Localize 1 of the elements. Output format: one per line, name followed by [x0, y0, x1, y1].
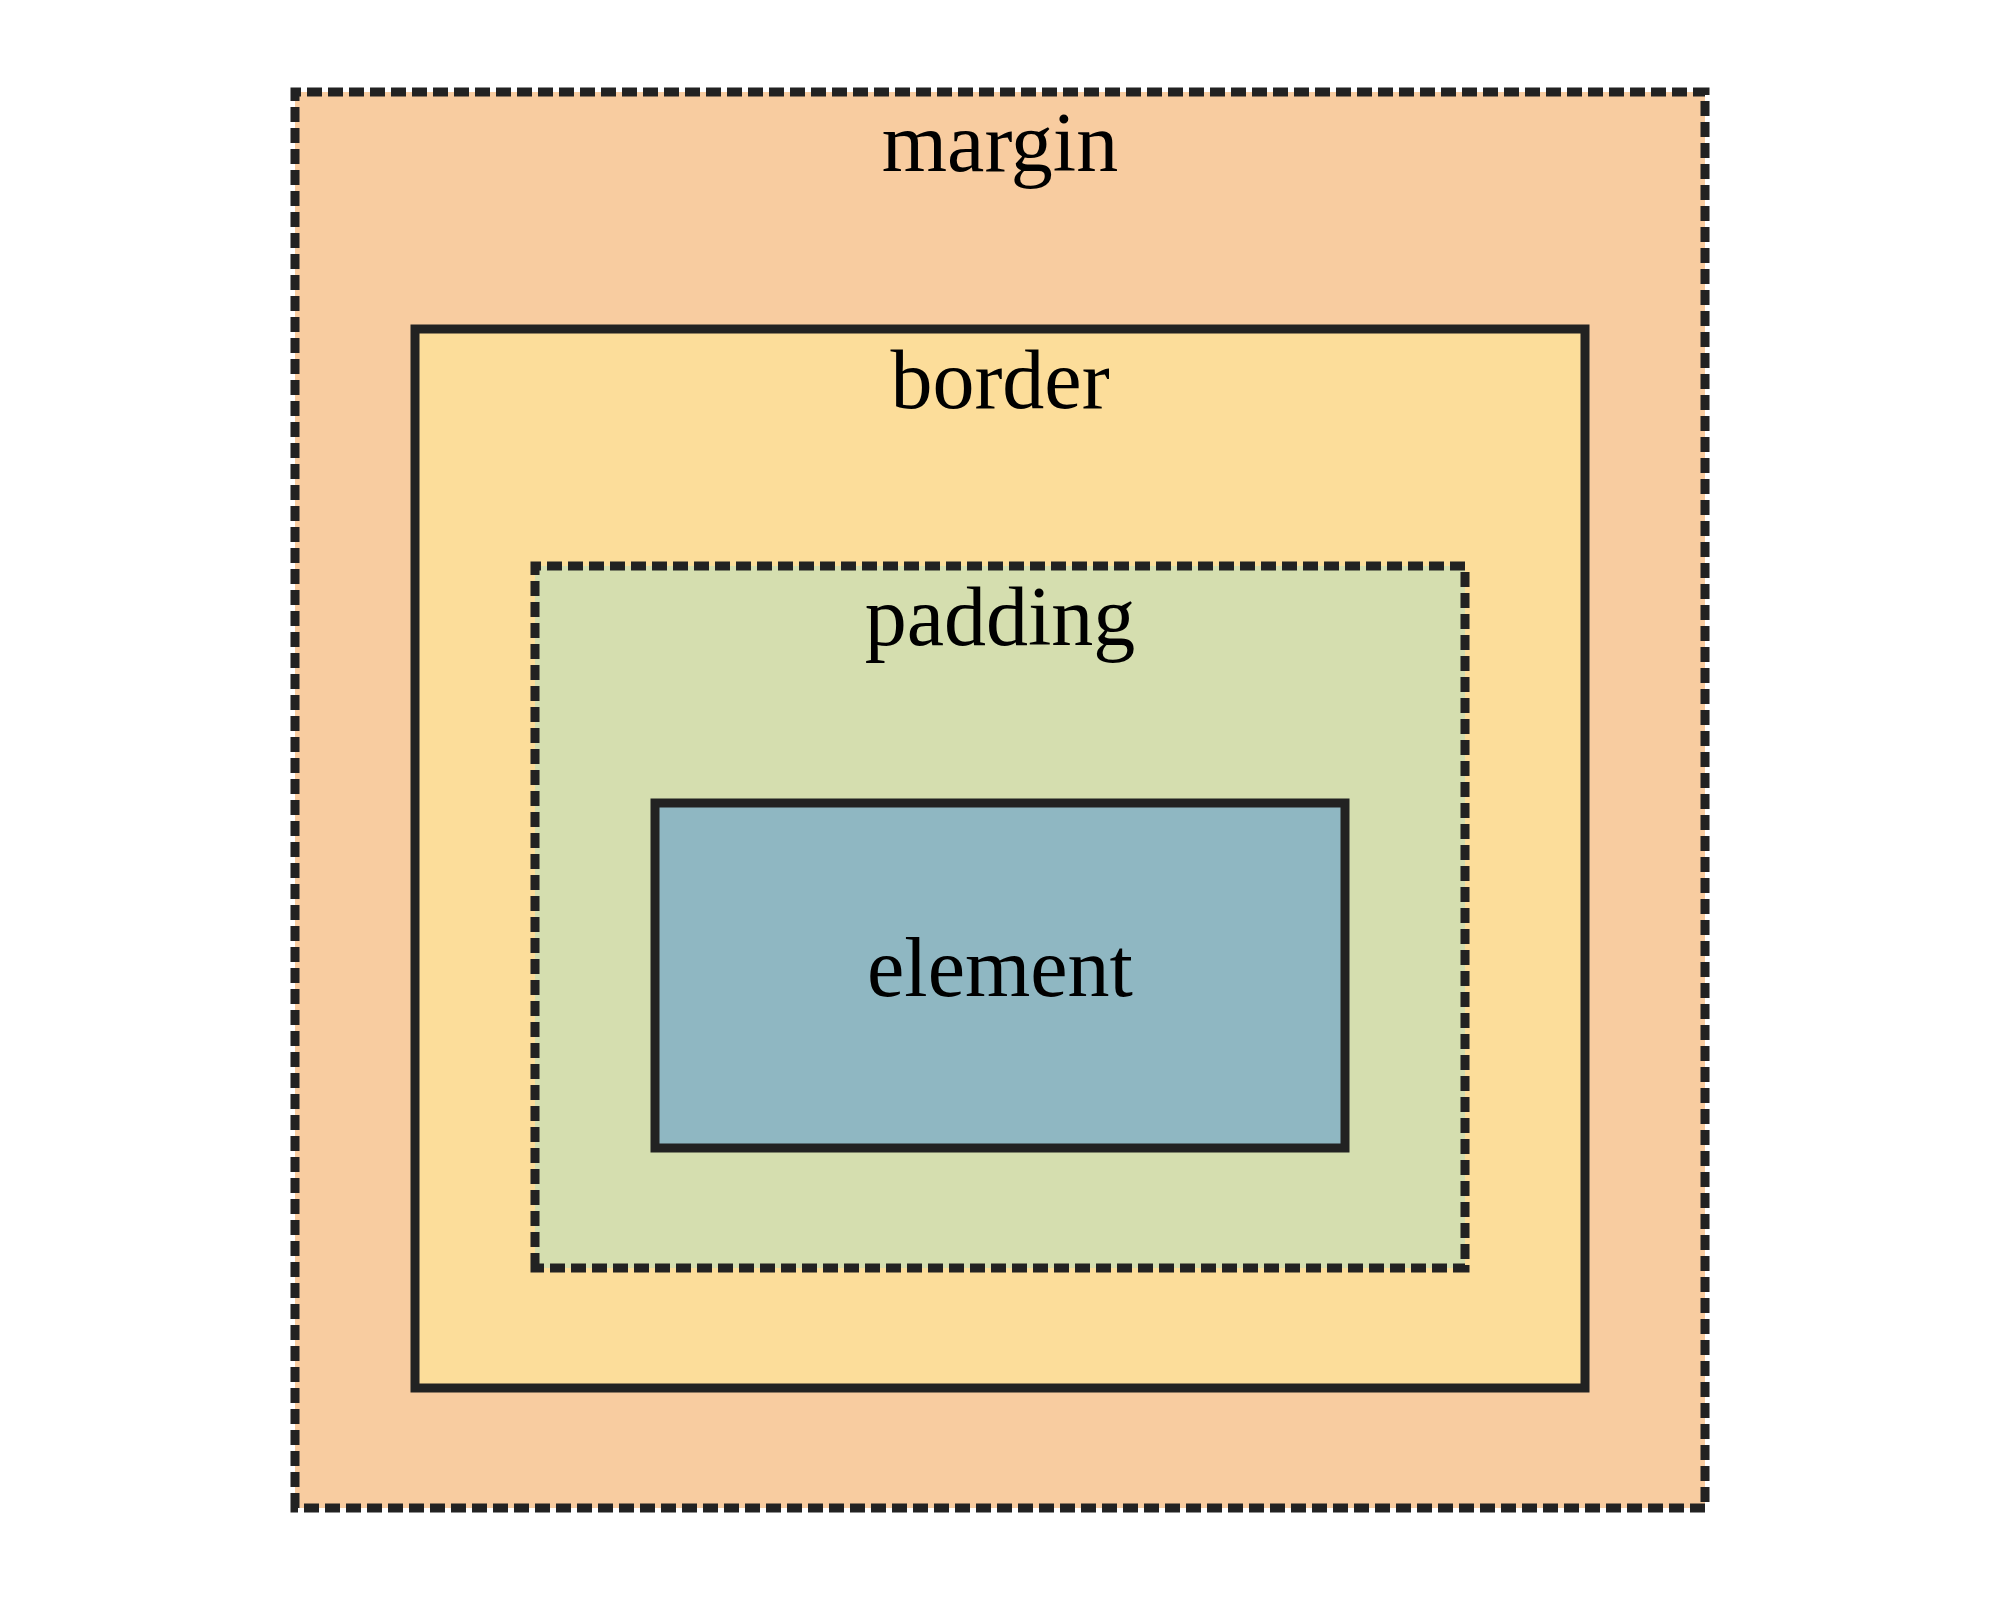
node-box: element: [650, 798, 1350, 1153]
